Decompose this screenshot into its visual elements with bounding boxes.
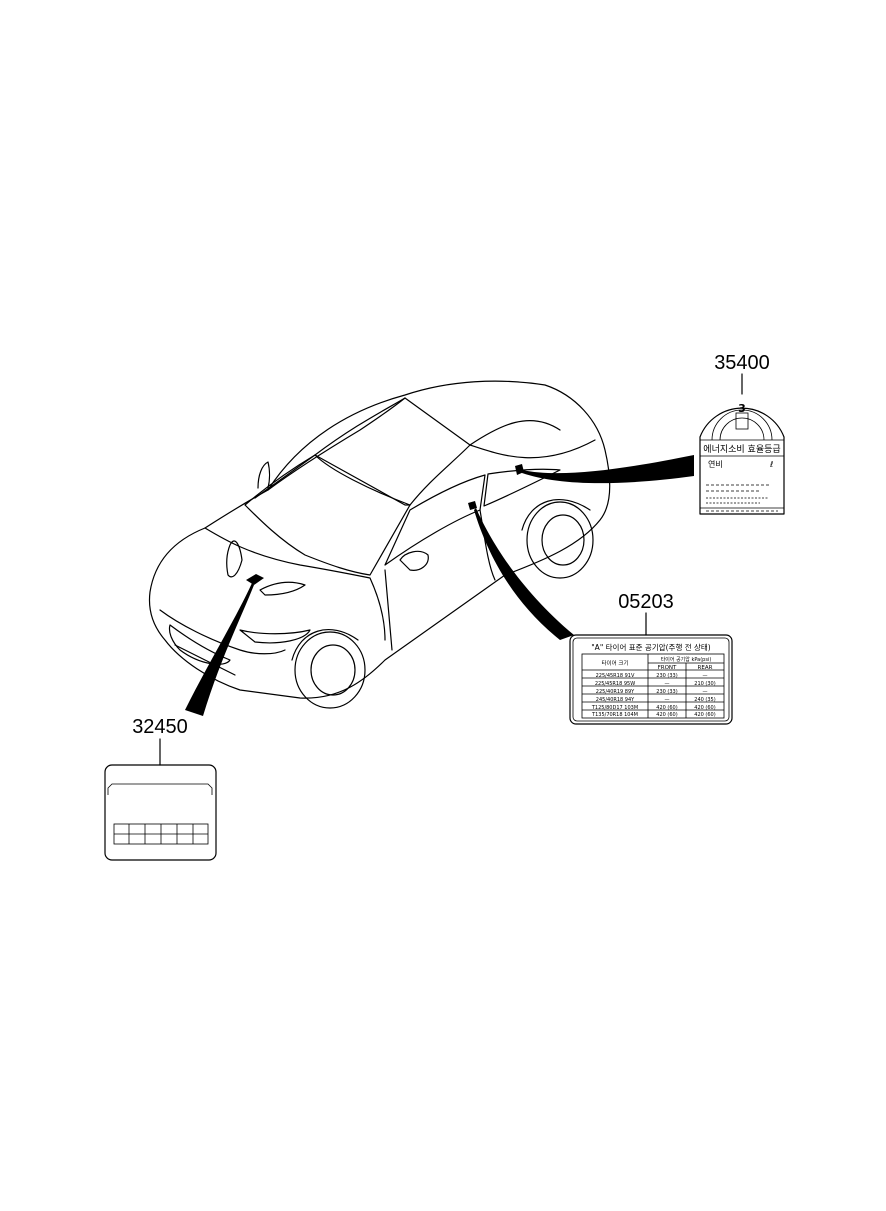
emission-label-icon [104,764,217,861]
leader-32450 [185,583,254,716]
svg-text:225/40R19 89Y: 225/40R19 89Y [596,689,635,695]
tire-col-size: 타이어 크기 [601,659,628,667]
svg-text:245/40R18 94Y: 245/40R18 94Y [596,697,635,703]
svg-text:420 (60): 420 (60) [656,712,677,718]
svg-text:420 (60): 420 (60) [694,712,715,718]
leader-05203 [474,508,574,640]
tire-col-rear: REAR [698,665,713,671]
part-number-32450: 32450 [132,716,188,738]
tire-table-row: 225/45R18 91V 230 (33) — [596,673,708,679]
svg-text:—: — [665,681,670,687]
part-number-05203: 05203 [618,591,674,613]
tire-table-row: 225/45R18 95W — 210 (30) [595,681,716,687]
svg-text:210 (30): 210 (30) [694,681,715,687]
svg-text:420 (60): 420 (60) [656,705,677,711]
car-outline-icon [148,380,611,709]
svg-text:—: — [703,689,708,695]
svg-text:—: — [703,673,708,679]
tire-table-row: 225/40R19 89Y 230 (33) — [596,689,708,695]
tire-table-row: T135/70R18 104M 420 (60) 420 (60) [591,712,716,718]
svg-text:—: — [665,697,670,703]
tire-col-pressure: 타이어 공기압 kPa(psi) [661,656,712,663]
fuel-unit-text: ℓ [769,460,773,469]
tire-table-row: T125/80D17 103M 420 (60) 420 (60) [591,705,716,711]
tire-label-title: "A" 타이어 표준 공기압(주행 전 상태) [591,642,711,652]
part-number-35400: 35400 [714,352,770,374]
svg-text:420 (60): 420 (60) [694,705,715,711]
leader-35400 [522,455,694,484]
svg-text:230 (33): 230 (33) [656,673,677,679]
svg-text:225/45R18 91V: 225/45R18 91V [596,673,635,679]
energy-efficiency-label-icon: 3 에너지소비 효율등급 연비 ℓ [699,402,785,515]
fuel-economy-text: 연비 [708,460,723,469]
svg-text:T135/70R18 104M: T135/70R18 104M [591,712,638,718]
svg-text:T125/80D17 103M: T125/80D17 103M [591,705,638,711]
efficiency-label-title: 에너지소비 효율등급 [703,444,780,455]
tire-col-front: FRONT [658,665,677,671]
efficiency-grade: 3 [738,402,746,415]
tire-table-row: 245/40R18 94Y — 240 (35) [596,697,716,703]
svg-text:240 (35): 240 (35) [694,697,715,703]
svg-text:225/45R18 95W: 225/45R18 95W [595,681,635,687]
tire-pressure-label-icon: "A" 타이어 표준 공기압(주행 전 상태) 타이어 크기 타이어 공기압 k… [569,634,733,725]
svg-text:230 (33): 230 (33) [656,689,677,695]
